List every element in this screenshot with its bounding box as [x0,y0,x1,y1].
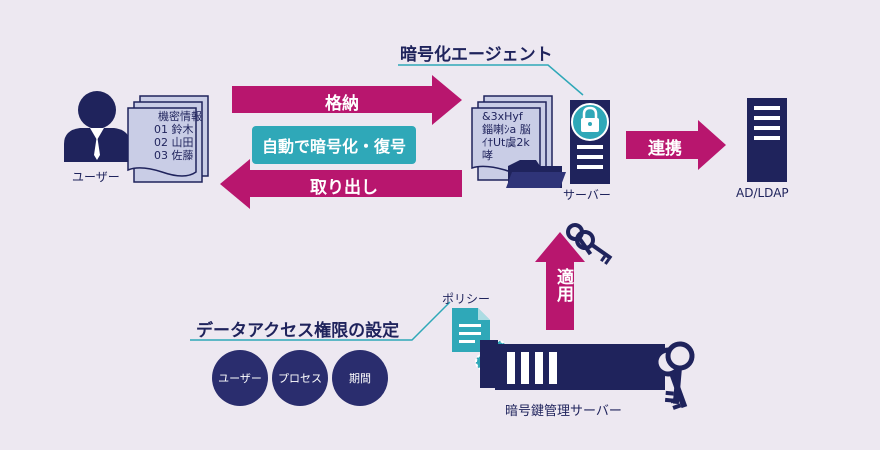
key-icon [664,341,695,405]
user-label: ユーザー [72,170,120,184]
ad-ldap-server-icon [747,98,787,182]
link-label: 連携 [648,139,682,159]
link-arrow [626,120,726,170]
doc-line: 02 山田 [154,136,194,149]
circle-user: ユーザー [212,350,268,406]
doc-line: 機密情報 [158,110,202,123]
doc-line: &3xHyf [482,110,523,123]
access-setting-label: データアクセス権限の設定 [196,321,400,341]
doc-line: ｲ†Ut虞2k [482,136,530,149]
doc-line: 哮 [482,149,493,162]
retrieve-label: 取り出し [310,178,378,198]
key-icon [575,230,613,265]
retrieve-arrow [220,159,462,209]
doc-line: 01 鈴木 [154,123,194,136]
circle-process: プロセス [272,350,328,406]
store-arrow [232,75,462,125]
apply-arrow [535,232,585,330]
circle-period: 期間 [332,350,388,406]
key-icon [566,223,593,256]
folder-icon [506,160,566,188]
store-label: 格納 [325,94,359,114]
apply-label: 適用 [553,268,573,302]
doc-line: 03 佐藤 [154,149,194,162]
key-server-label: 暗号鍵管理サーバー [505,404,622,419]
auto-encrypt-badge: 自動で暗号化・復号 [252,126,417,164]
server-label: サーバー [563,188,611,202]
user-icon [64,91,130,162]
doc-line: 錙喇ｼa 脳 [482,123,531,136]
key-management-server-icon [480,340,665,390]
lock-icon [571,103,609,141]
policy-label: ポリシー [442,292,491,306]
ad-ldap-label: AD/LDAP [736,186,789,200]
agent-label: 暗号化エージェント [400,45,553,65]
document-icon [127,95,209,183]
